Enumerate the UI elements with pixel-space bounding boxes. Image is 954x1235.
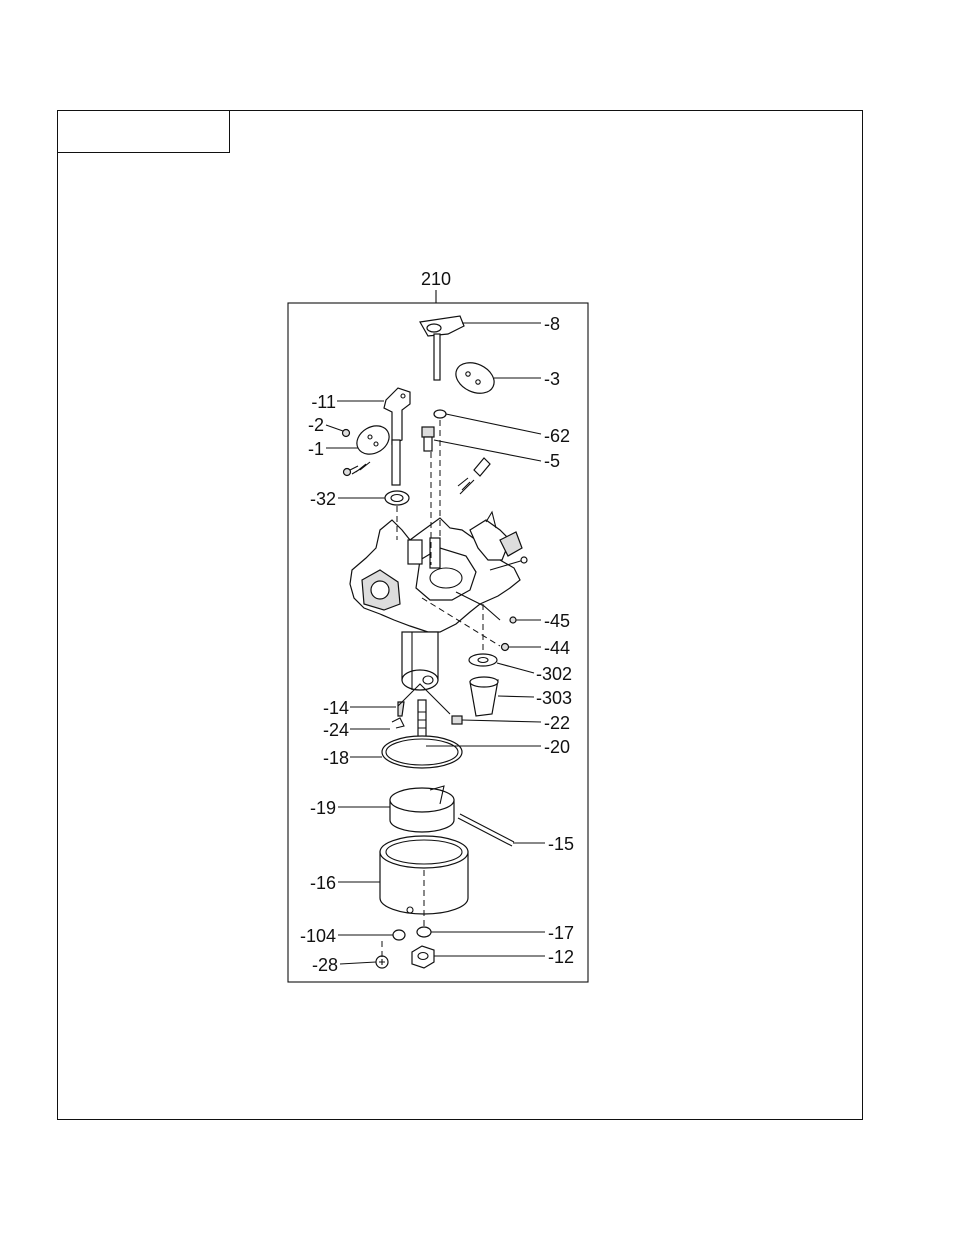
part-2-screw xyxy=(343,430,350,437)
label-302: -302 xyxy=(536,664,572,684)
part-12-nut xyxy=(412,946,434,968)
label-303: -303 xyxy=(536,688,572,708)
part-5-seat xyxy=(422,427,434,451)
label-14: -14 xyxy=(323,698,349,718)
carburetor-body xyxy=(350,512,527,690)
label-20: -20 xyxy=(544,737,570,757)
part-45-screw xyxy=(510,617,516,623)
label-17: -17 xyxy=(548,923,574,943)
idle-screw xyxy=(458,458,490,494)
part-32-gasket xyxy=(385,491,409,505)
label-16: -16 xyxy=(310,873,336,893)
label-28: -28 xyxy=(312,955,338,975)
label-62: -62 xyxy=(544,426,570,446)
part-302-washer xyxy=(469,654,497,666)
label-22: -22 xyxy=(544,713,570,733)
part-44-screw xyxy=(502,644,509,651)
part-18-oring xyxy=(382,736,462,768)
label-45: -45 xyxy=(544,611,570,631)
label-104: -104 xyxy=(300,926,336,946)
label-12: -12 xyxy=(548,947,574,967)
label-44: -44 xyxy=(544,638,570,658)
label-15: -15 xyxy=(548,834,574,854)
assembly-number: 210 xyxy=(421,269,451,289)
part-15-pin xyxy=(458,818,512,846)
part-303-cover xyxy=(470,677,498,716)
label-8: -8 xyxy=(544,314,560,334)
label-18: -18 xyxy=(323,748,349,768)
label-5: -5 xyxy=(544,451,560,471)
label-24: -24 xyxy=(323,720,349,740)
part-22-screw xyxy=(452,716,462,724)
part-14-pin xyxy=(398,702,404,716)
label-1: -1 xyxy=(308,439,324,459)
label-32: -32 xyxy=(310,489,336,509)
part-17-washer xyxy=(417,927,431,937)
label-19: -19 xyxy=(310,798,336,818)
part-3-plate xyxy=(451,357,499,399)
part-24-clip xyxy=(392,718,404,728)
part-28-screw xyxy=(376,956,388,968)
label-3: -3 xyxy=(544,369,560,389)
label-2: -2 xyxy=(308,415,324,435)
part-19-float xyxy=(390,786,454,832)
part-62-ring xyxy=(434,410,446,418)
label-11: -11 xyxy=(311,392,336,412)
part-104-washer xyxy=(393,930,405,940)
